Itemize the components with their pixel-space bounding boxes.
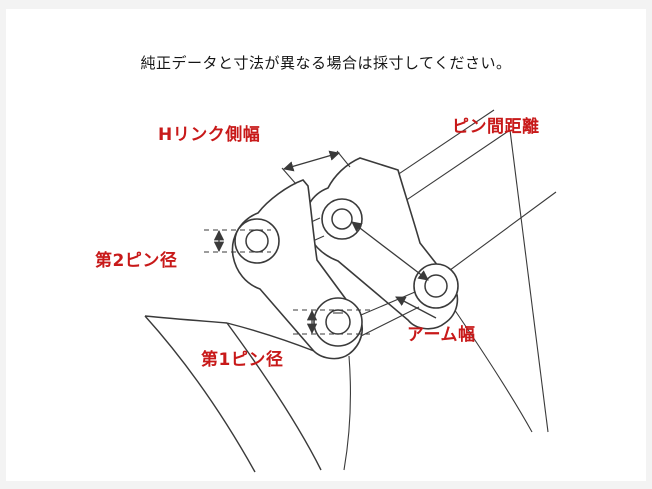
label-pin-distance: ピン間距離 [452, 117, 540, 137]
dimension-arm-width [395, 296, 437, 319]
dimension-pin-distance [351, 221, 429, 281]
label-pin1-diameter: 第1ピン径 [201, 350, 284, 370]
link-rod-lines [353, 109, 557, 433]
label-arm-width: アーム幅 [407, 325, 476, 345]
dimension-h-link-width [281, 150, 351, 185]
dimension-pin2-diameter [204, 229, 271, 253]
instruction-text: 純正データと寸法が異なる場合は採寸してください。 [140, 54, 512, 72]
pin-boss-bottom-right [413, 263, 459, 309]
arm-outline [144, 315, 351, 473]
label-pin2-diameter: 第2ピン径 [95, 251, 178, 271]
pin-boss-top-left [234, 218, 280, 264]
label-h-link-width: Hリンク側幅 [158, 125, 261, 145]
dimension-pin1-diameter [293, 309, 373, 335]
pin-boss-bottom-left [313, 297, 363, 347]
pin-boss-top-right [321, 198, 363, 240]
